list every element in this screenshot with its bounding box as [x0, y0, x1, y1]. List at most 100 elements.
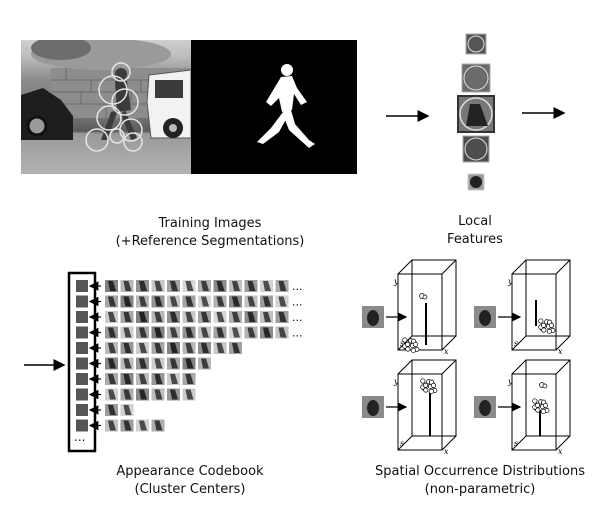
codebook-member-patch — [151, 311, 165, 323]
axis-y-label: y — [393, 377, 399, 386]
codebook-member-patch — [182, 388, 196, 401]
codebook-member-patch — [229, 280, 242, 292]
codebook-member-patch — [198, 311, 211, 323]
occurrence-cluster — [420, 378, 438, 394]
codebook-member-patch — [105, 388, 118, 401]
occurrence-cluster — [532, 382, 550, 414]
codebook-member-patch — [136, 326, 149, 339]
codebook-member-patch — [136, 357, 149, 370]
axis-s-label: s — [514, 339, 518, 348]
axis-x-label: x — [558, 347, 563, 356]
occurrence-box: ysx — [474, 259, 571, 356]
codebook-center-patch — [76, 373, 88, 385]
codebook-member-patch — [105, 373, 118, 385]
codebook-member-patch — [182, 311, 196, 323]
codebook-member-patch — [136, 311, 149, 323]
codebook-member-patch — [244, 311, 258, 323]
codebook-member-patch — [260, 280, 273, 292]
codebook-grid — [76, 280, 289, 432]
codebook-member-patch — [151, 280, 165, 292]
codebook-member-patch — [275, 311, 289, 323]
codebook-trailing-dots: ............ — [292, 280, 303, 340]
codebook-member-patch — [244, 280, 258, 292]
codebook-member-patch — [213, 342, 227, 354]
codebook-member-patch — [198, 357, 211, 370]
axis-x-label: x — [444, 347, 449, 356]
codebook-member-patch — [105, 311, 118, 323]
codebook-member-patch — [105, 357, 118, 370]
codebook-member-patch — [105, 326, 118, 339]
spatial-caption-line2: (non-parametric) — [424, 482, 536, 497]
codebook-member-patch — [198, 280, 211, 292]
codebook-member-patch — [136, 419, 149, 432]
codebook-member-patch — [244, 326, 258, 339]
codebook-member-patch — [167, 295, 180, 308]
codebook-member-patch — [182, 342, 196, 354]
training-caption-line1: Training Images — [158, 216, 262, 231]
codebook-member-patch — [105, 342, 118, 354]
training-photo — [21, 40, 191, 174]
features-caption-line2: Features — [447, 232, 503, 247]
codebook-member-patch — [167, 326, 180, 339]
codebook-member-patch — [213, 326, 227, 339]
codebook-member-patch — [151, 326, 165, 339]
axis-y-label: y — [393, 277, 399, 286]
codebook-member-patch — [260, 311, 273, 323]
codebook-member-patch — [120, 404, 134, 416]
spatial-caption: Spatial Occurrence Distributions (non-pa… — [360, 463, 600, 499]
codebook-member-patch — [151, 388, 165, 401]
codebook-member-patch — [275, 326, 289, 339]
codebook-member-patch — [198, 326, 211, 339]
training-photo-drawing — [21, 40, 191, 152]
codebook-center-patch — [76, 388, 88, 401]
codebook-member-patch — [167, 280, 180, 292]
codebook-member-patch — [260, 326, 273, 339]
codebook-caption: Appearance Codebook (Cluster Centers) — [95, 463, 285, 499]
codebook-member-patch — [151, 357, 165, 370]
codebook-center-patch — [76, 357, 88, 370]
local-feature-patches — [457, 33, 495, 191]
features-caption-line1: Local — [458, 214, 492, 229]
codebook-member-patch — [151, 342, 165, 354]
codebook-row-dots: ... — [292, 280, 303, 293]
codebook-member-patch — [167, 357, 180, 370]
codebook-member-patch — [151, 419, 165, 432]
codebook-member-patch — [151, 373, 165, 385]
codebook-member-patch — [120, 295, 134, 308]
codebook-member-patch — [182, 280, 196, 292]
training-caption-line2: (+Reference Segmentations) — [115, 234, 305, 249]
codebook-member-patch — [120, 280, 134, 292]
codebook-member-patch — [105, 404, 118, 416]
codebook-member-patch — [136, 388, 149, 401]
codebook-member-patch — [229, 311, 242, 323]
codebook-member-patch — [198, 295, 211, 308]
codebook-row-dots: ... — [292, 311, 303, 324]
codebook-member-patch — [136, 280, 149, 292]
codebook-member-patch — [275, 280, 289, 292]
codebook-member-patch — [182, 357, 196, 370]
codebook-member-patch — [105, 295, 118, 308]
codebook-center-patch — [76, 280, 88, 292]
codebook-member-patch — [213, 295, 227, 308]
axis-y-label: y — [507, 377, 513, 386]
codebook-member-patch — [213, 280, 227, 292]
codebook-member-patch — [167, 311, 180, 323]
codebook-member-patch — [229, 326, 242, 339]
occurrence-cluster — [538, 318, 556, 334]
codebook-member-patch — [120, 311, 134, 323]
features-caption: Local Features — [430, 213, 520, 249]
codebook-member-patch — [120, 388, 134, 401]
training-caption: Training Images (+Reference Segmentation… — [100, 215, 320, 251]
codebook-member-patch — [167, 388, 180, 401]
codebook-member-patch — [182, 295, 196, 308]
silhouette-drawing — [257, 64, 315, 148]
codebook-member-patch — [120, 357, 134, 370]
codebook-member-patch — [105, 419, 118, 432]
codebook-center-patch — [76, 311, 88, 323]
occurrence-cluster — [402, 293, 428, 353]
codebook-member-patch — [213, 311, 227, 323]
codebook-center-patch — [76, 404, 88, 416]
axis-x-label: x — [558, 447, 563, 456]
